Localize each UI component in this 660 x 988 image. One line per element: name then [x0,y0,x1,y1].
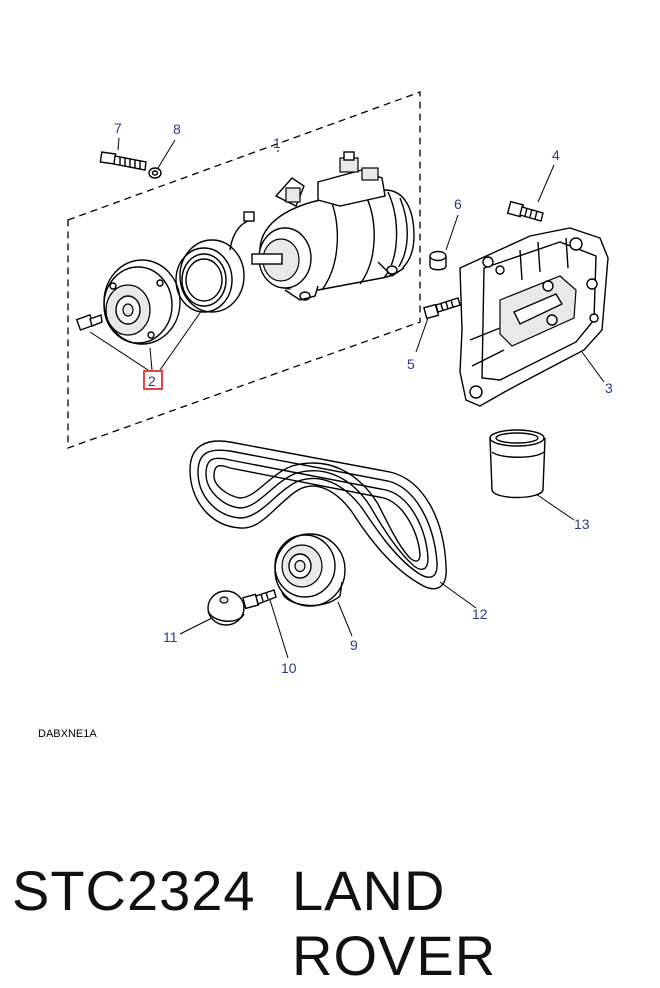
sleeve-13 [489,429,546,499]
caption-bar: STC2324 LAND ROVER [0,838,660,987]
wire-connector [243,211,255,222]
leader-2c [159,309,203,371]
highlight-box [143,370,163,390]
leader-7 [117,137,120,151]
drive-belt-12 [189,440,447,590]
bolt-7 [99,151,147,171]
leader-5 [415,317,429,353]
leader-9 [337,601,353,637]
callout-11: 11 [163,629,178,645]
leader-11 [179,617,213,635]
parts-diagram: 1 2 3 4 5 6 7 8 9 10 11 12 13 DABXNE1A [38,91,613,740]
leader-8 [157,139,176,169]
idler-pulley-9 [274,533,346,607]
compressor-wire [229,217,253,251]
callout-12: 12 [472,606,488,622]
clutch-plate-2 [103,259,181,345]
callout-8: 8 [173,121,181,137]
leader-12 [439,581,477,609]
bolt-4 [506,200,544,222]
bolt-5 [423,297,461,320]
pulley-ring-2 [175,239,245,313]
callout-7: 7 [114,120,122,136]
callout-10: 10 [281,660,297,676]
nut-2 [75,314,103,331]
part-number: STC2324 [12,859,256,922]
leader-2b [149,347,153,371]
drawing-code: DABXNE1A [38,728,97,740]
brand-name: LAND ROVER [292,859,497,987]
callout-13: 13 [574,516,590,532]
leader-4 [537,164,555,203]
leader-6 [445,214,459,251]
leader-2a [89,331,149,371]
assembly-boundary [67,91,421,449]
callout-2: 2 [148,373,156,389]
washer-8 [148,167,162,179]
bushing-6 [429,250,447,271]
leader-10 [269,599,289,659]
callout-6: 6 [454,196,462,212]
callout-5: 5 [407,356,415,372]
leader-13 [535,493,575,521]
leader-3 [581,351,605,383]
compressor-1 [251,151,415,301]
cap-11 [207,590,245,626]
callout-4: 4 [552,147,560,163]
bracket-3 [459,227,609,407]
callout-1: 1 [273,135,281,151]
bolt-10 [242,589,277,610]
callout-3: 3 [605,380,613,396]
callout-9: 9 [350,637,358,653]
